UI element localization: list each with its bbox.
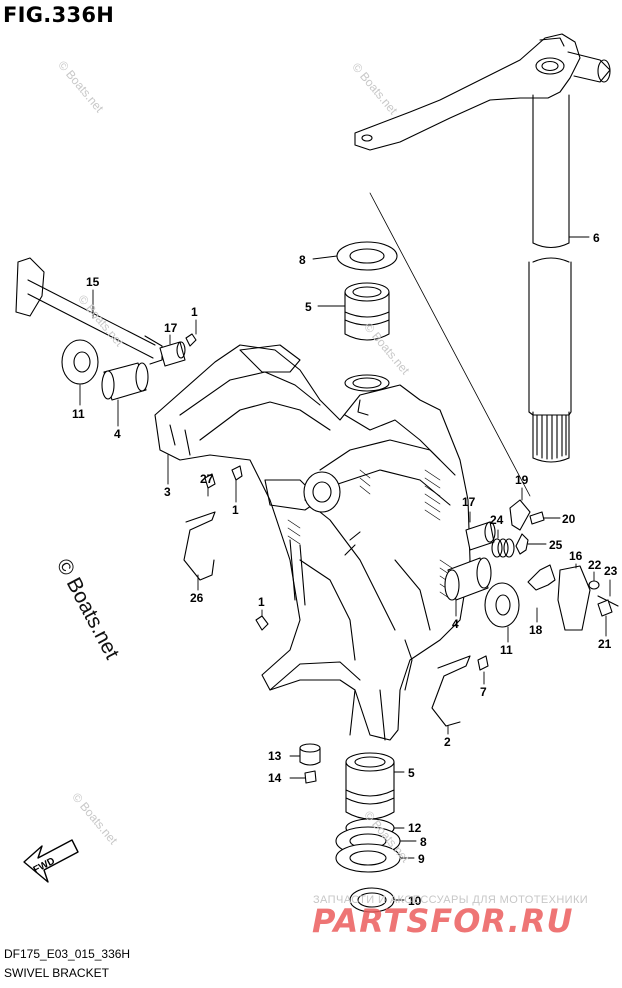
rubber-stop-13 bbox=[299, 743, 321, 766]
grease-fitting-1b bbox=[231, 465, 243, 481]
callout: 8 bbox=[420, 835, 427, 849]
fwd-arrow-icon bbox=[23, 839, 79, 883]
bushing-left bbox=[101, 362, 149, 401]
callout: 6 bbox=[593, 231, 600, 245]
steering-shaft bbox=[528, 94, 572, 463]
callout: 4 bbox=[452, 617, 459, 631]
callout: 8 bbox=[299, 253, 306, 267]
clip-25 bbox=[515, 533, 529, 555]
upper-washer-8 bbox=[336, 241, 398, 271]
watermark-parts-tagline: ЗАПЧАСТИ И АКСЕССУАРЫ ДЛЯ МОТОТЕХНИКИ bbox=[313, 894, 589, 906]
callout: 17 bbox=[462, 495, 476, 509]
bolt-27 bbox=[204, 473, 216, 489]
grease-fitting-1c bbox=[255, 615, 269, 631]
bushing-small-17 bbox=[159, 341, 186, 367]
callout: 11 bbox=[500, 643, 513, 657]
clamp-26 bbox=[183, 511, 216, 581]
thrust-washer-right bbox=[484, 582, 520, 628]
latch-16 bbox=[557, 565, 591, 631]
callout: 19 bbox=[515, 473, 529, 487]
nut-21 bbox=[597, 599, 613, 617]
callout: 5 bbox=[305, 300, 312, 314]
callout: 1 bbox=[258, 595, 265, 609]
callout: 25 bbox=[549, 538, 563, 552]
washer-22 bbox=[588, 580, 600, 590]
callout: 22 bbox=[588, 558, 602, 572]
callout: 3 bbox=[164, 485, 171, 499]
tilt-shaft bbox=[15, 257, 163, 365]
lever-19 bbox=[509, 499, 531, 531]
lower-bushing-5 bbox=[345, 752, 395, 820]
callout: 11 bbox=[72, 407, 85, 421]
callout: 17 bbox=[164, 321, 178, 335]
leader-lines bbox=[79, 236, 611, 901]
upper-bushing-5 bbox=[344, 282, 390, 341]
clamp-2 bbox=[431, 655, 471, 727]
callout: 20 bbox=[562, 512, 576, 526]
spring-24 bbox=[491, 538, 515, 558]
screw-14 bbox=[304, 770, 317, 784]
callout: 13 bbox=[268, 749, 282, 763]
bushing-right-17 bbox=[465, 521, 496, 551]
callout: 9 bbox=[418, 852, 425, 866]
figure-caption: SWIVEL BRACKET bbox=[4, 966, 109, 980]
callout: 15 bbox=[86, 275, 100, 289]
grease-fitting-1a bbox=[185, 333, 197, 347]
watermark-parts-logo: PARTSFOR.RU bbox=[312, 902, 574, 940]
thrust-washer-left bbox=[61, 339, 99, 385]
callout: 14 bbox=[268, 771, 282, 785]
bushing-right-4 bbox=[444, 557, 492, 601]
bolt-7 bbox=[477, 655, 489, 671]
rod-18 bbox=[527, 564, 556, 591]
callout-labels: 1 17 15 11 4 3 27 1 26 1 8 5 6 19 20 17 … bbox=[72, 231, 618, 908]
figure-code: DF175_E03_015_336H bbox=[4, 947, 131, 961]
callout: 24 bbox=[490, 513, 504, 527]
leader-shaft-axis bbox=[369, 192, 531, 497]
callout: 21 bbox=[598, 637, 612, 651]
callout: 27 bbox=[200, 472, 214, 486]
callout: 18 bbox=[529, 623, 543, 637]
swivel-bracket-body bbox=[154, 344, 471, 741]
callout: 2 bbox=[444, 735, 451, 749]
callout: 1 bbox=[191, 305, 198, 319]
callout: 1 bbox=[232, 503, 239, 517]
seal-10 bbox=[349, 887, 395, 913]
callout: 4 bbox=[114, 427, 121, 441]
callout: 26 bbox=[190, 591, 204, 605]
figure-title: FIG.336H bbox=[3, 3, 115, 27]
callout: 16 bbox=[569, 549, 583, 563]
tiller-arm bbox=[354, 33, 611, 151]
bolt-20 bbox=[529, 511, 545, 525]
callout: 23 bbox=[604, 564, 618, 578]
callout: 5 bbox=[408, 766, 415, 780]
callout: 10 bbox=[408, 894, 422, 908]
callout: 7 bbox=[480, 685, 487, 699]
callout: 12 bbox=[408, 821, 422, 835]
